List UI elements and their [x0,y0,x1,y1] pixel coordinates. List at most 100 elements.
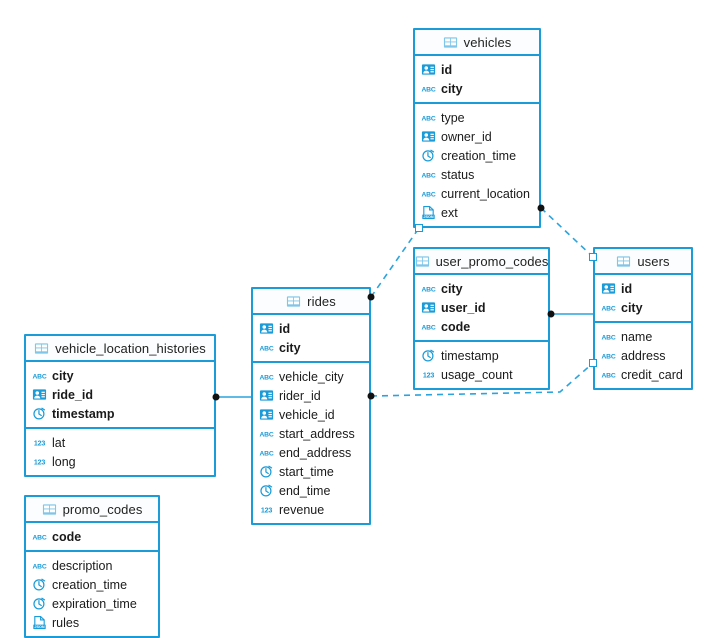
column-name: creation_time [52,577,128,592]
svg-text:ABC: ABC [259,345,273,352]
table-header-vehicles[interactable]: vehicles [415,30,539,56]
abc-string-icon: ABC [601,300,616,315]
column-name: ride_id [52,387,93,402]
svg-text:123: 123 [34,458,46,466]
svg-text:ABC: ABC [421,324,435,331]
column-row-rides-vehicle_id[interactable]: vehicle_id [253,405,369,424]
123-number-icon: 123 [32,454,47,469]
column-row-rides-rider_id[interactable]: rider_id [253,386,369,405]
column-row-user_promo_codes-user_id[interactable]: user_id [415,298,548,317]
column-row-rides-start_time[interactable]: start_time [253,462,369,481]
table-grid-icon [415,254,430,269]
table-header-vehicle_location_histories[interactable]: vehicle_location_histories [26,336,214,362]
svg-text:ABC: ABC [259,374,273,381]
clock-icon [421,148,436,163]
svg-text:ABC: ABC [601,372,615,379]
table-grid-icon [34,341,49,356]
table-header-rides[interactable]: rides [253,289,369,315]
column-row-promo_codes-creation_time[interactable]: creation_time [26,575,158,594]
column-row-promo_codes-code[interactable]: ABC code [26,527,158,546]
table-header-user_promo_codes[interactable]: user_promo_codes [415,249,548,275]
json-file-icon: JSON [421,205,436,220]
svg-text:JSON: JSON [34,625,45,629]
column-row-rides-end_address[interactable]: ABC end_address [253,443,369,462]
edge-endpoint-square [589,253,597,261]
abc-string-icon: ABC [421,281,436,296]
column-name: code [52,529,82,544]
primary-key-section-promo_codes: ABC code [26,523,158,552]
table-header-promo_codes[interactable]: promo_codes [26,497,158,523]
column-row-user_promo_codes-timestamp[interactable]: timestamp [415,346,548,365]
column-row-rides-id[interactable]: id [253,319,369,338]
column-row-vehicles-creation_time[interactable]: creation_time [415,146,539,165]
column-row-vehicle_location_histories-timestamp[interactable]: timestamp [26,404,214,423]
edge-endpoint-square [589,359,597,367]
id-badge-icon [259,388,274,403]
column-name: rules [52,615,80,630]
svg-text:ABC: ABC [421,172,435,179]
id-badge-icon [601,281,616,296]
table-grid-icon [443,35,458,50]
column-name: creation_time [441,148,517,163]
id-badge-icon [421,300,436,315]
column-name: end_address [279,445,352,460]
abc-string-icon: ABC [421,110,436,125]
column-row-users-id[interactable]: id [595,279,691,298]
id-badge-icon [259,407,274,422]
abc-string-icon: ABC [259,445,274,460]
edge-endpoint-dot [547,310,555,318]
svg-text:ABC: ABC [32,534,46,541]
svg-text:ABC: ABC [32,373,46,380]
column-row-vehicles-id[interactable]: id [415,60,539,79]
relationship-rel-rides-vehicles[interactable] [370,227,420,298]
column-name: end_time [279,483,331,498]
column-row-vehicle_location_histories-ride_id[interactable]: ride_id [26,385,214,404]
column-name: expiration_time [52,596,137,611]
column-row-promo_codes-expiration_time[interactable]: expiration_time [26,594,158,613]
abc-string-icon: ABC [601,367,616,382]
column-name: name [621,329,653,344]
column-row-promo_codes-rules[interactable]: JSON rules [26,613,158,632]
id-badge-icon [421,62,436,77]
clock-icon [32,577,47,592]
svg-text:ABC: ABC [421,286,435,293]
column-name: type [441,110,465,125]
svg-text:ABC: ABC [601,353,615,360]
abc-string-icon: ABC [32,368,47,383]
column-row-vehicles-type[interactable]: ABC type [415,108,539,127]
column-row-vehicles-owner_id[interactable]: owner_id [415,127,539,146]
column-row-rides-end_time[interactable]: end_time [253,481,369,500]
clock-icon [32,406,47,421]
column-name: revenue [279,502,325,517]
table-grid-icon [616,254,631,269]
table-header-users[interactable]: users [595,249,691,275]
column-name: rider_id [279,388,321,403]
